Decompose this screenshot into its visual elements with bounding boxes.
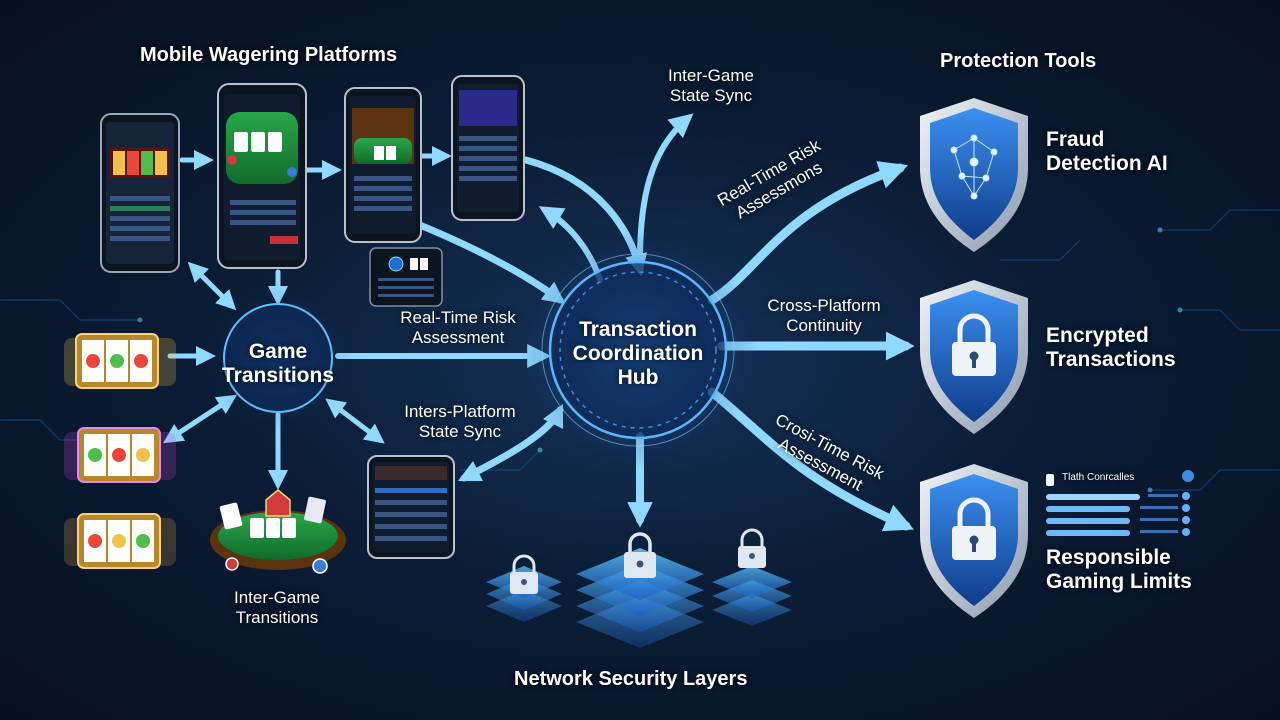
- game-transitions-node: [206, 286, 350, 430]
- phone-bottom: [367, 455, 455, 559]
- label-inters-platform-sync-line2: State Sync: [418, 421, 502, 441]
- slot-machine-2: [64, 427, 176, 483]
- hub-label: Transaction Coordination Hub: [558, 318, 718, 390]
- shield-fraud: [920, 98, 1028, 252]
- header-network-security: Network Security Layers: [514, 668, 748, 690]
- phone-live-casino: [451, 75, 525, 221]
- transaction-hub: [518, 230, 758, 470]
- arrow-phone1-game: [187, 261, 237, 311]
- padlock-icon: [510, 554, 538, 594]
- label-realtime-risk-left: Real-Time Risk Assessment: [388, 308, 528, 347]
- tool-fraud-detection: Fraud Detection AI: [1046, 128, 1168, 176]
- phone-poker: [217, 83, 307, 269]
- padlock-icon: [952, 497, 996, 560]
- info-icon: [1182, 470, 1194, 482]
- padlock-icon: [952, 313, 996, 376]
- padlock-icon: [738, 528, 766, 568]
- tool-limits-line1: Responsible: [1046, 546, 1171, 569]
- label-cross-platform: Cross-Platform Continuity: [754, 296, 894, 335]
- hub-label-line3: Hub: [617, 366, 659, 390]
- game-node-label: Game Transitions: [208, 340, 348, 388]
- neural-network-icon: [950, 134, 998, 200]
- shield-encrypted: [920, 280, 1028, 434]
- header-protection-tools: Protection Tools: [940, 50, 1097, 72]
- hub-label-line2: Coordination: [572, 342, 704, 366]
- label-inters-platform-sync-line1: Inters-Platform: [404, 402, 516, 421]
- stack-right: [712, 566, 792, 626]
- game-node-line1: Game: [248, 340, 308, 363]
- mini-tablet: [369, 247, 443, 307]
- poker-table: [210, 489, 346, 574]
- label-cross-platform-line1: Cross-Platform: [767, 296, 881, 315]
- hub-label-line1: Transaction: [579, 318, 697, 341]
- tool-fraud-line2: Detection AI: [1046, 152, 1168, 176]
- label-cross-platform-line2: Continuity: [786, 315, 862, 335]
- shield-limits: [920, 464, 1028, 618]
- alert-icon: [1046, 474, 1054, 486]
- label-inter-game-sync-line1: Inter-Game: [668, 66, 754, 85]
- label-inter-game-sync: Inter-Game State Sync: [656, 66, 766, 105]
- label-inter-game-sync-line2: State Sync: [669, 85, 753, 105]
- slot-machine-1: [64, 333, 176, 389]
- tool-encrypted-transactions: Encrypted Transactions: [1046, 324, 1176, 372]
- tool-responsible-gaming: Responsible Gaming Limits: [1046, 546, 1192, 594]
- label-realtime-risk-left-line1: Real-Time Risk: [400, 308, 516, 327]
- game-node-line2: Transitions: [221, 364, 335, 388]
- phone-blackjack: [344, 87, 422, 243]
- label-inters-platform-sync: Inters-Platform State Sync: [390, 402, 530, 441]
- label-inter-game-transitions: Inter-Game Transitions: [212, 588, 342, 627]
- header-mobile-platforms: Mobile Wagering Platforms: [140, 44, 398, 66]
- tool-limits-line2: Gaming Limits: [1046, 570, 1192, 594]
- phone-slots: [100, 113, 180, 273]
- arrow-game-slot2: [162, 394, 238, 444]
- limits-panel-title: Tlath Conrcalles: [1062, 472, 1135, 483]
- tool-encrypted-line2: Transactions: [1046, 348, 1176, 372]
- limits-panel: [1046, 470, 1194, 536]
- network-security-stacks: [486, 528, 792, 648]
- padlock-icon: [624, 532, 656, 578]
- arrow-game-phone5: [325, 398, 385, 444]
- tool-fraud-line1: Fraud: [1046, 128, 1105, 151]
- slot-machine-3: [64, 513, 176, 569]
- label-realtime-risk-left-line2: Assessment: [411, 327, 505, 347]
- tool-encrypted-line1: Encrypted: [1046, 324, 1149, 347]
- label-inter-game-transitions-line2: Transitions: [235, 607, 319, 627]
- label-inter-game-transitions-line1: Inter-Game: [234, 588, 320, 607]
